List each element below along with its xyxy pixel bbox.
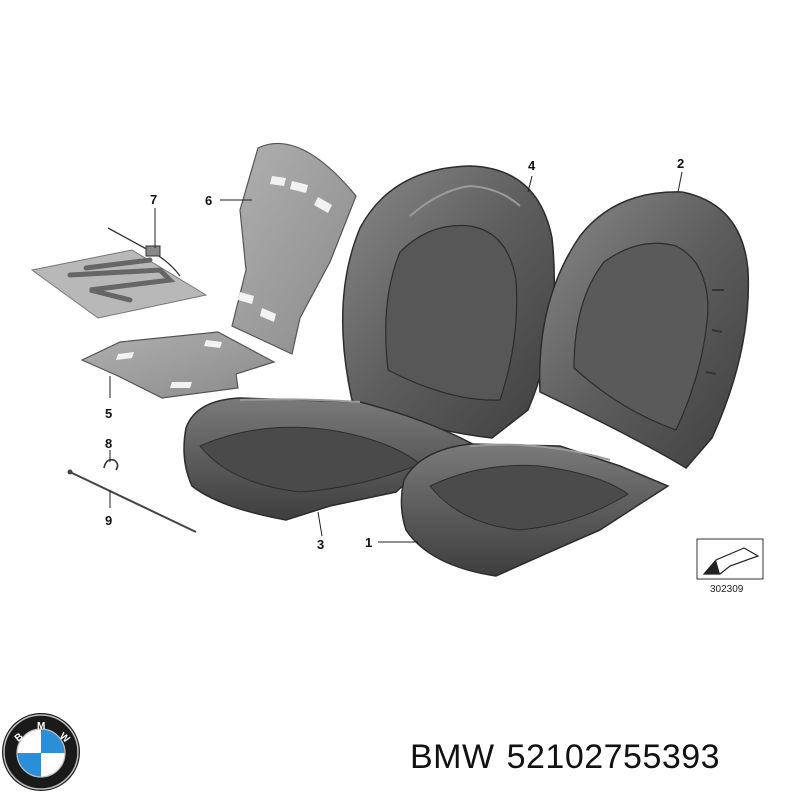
part-5-cushion-pad <box>80 331 276 399</box>
part-8-clip <box>103 458 119 471</box>
logo-letter-m: M <box>37 721 45 732</box>
part-caption: BMW 52102755393 <box>410 738 720 777</box>
callout-9: 9 <box>105 513 112 528</box>
reference-box: 302309 <box>696 538 764 595</box>
part-2-backrest-rear <box>538 191 750 469</box>
caption-part-number: 52102755393 <box>506 738 721 776</box>
part-7-heating-mat <box>30 227 208 319</box>
leader-lines <box>109 171 683 543</box>
callout-8: 8 <box>105 436 112 451</box>
bmw-roundel-icon: B M W <box>2 713 80 791</box>
caption-brand: BMW <box>410 738 495 776</box>
reference-number: 302309 <box>710 584 744 595</box>
callout-1: 1 <box>365 535 372 550</box>
part-9-wire-rod <box>67 469 197 533</box>
part-6-backrest-pad <box>231 142 357 355</box>
callout-labels: 1 2 3 4 5 6 7 8 9 <box>105 156 684 552</box>
callout-6: 6 <box>205 193 212 208</box>
callout-2: 2 <box>677 156 684 171</box>
part-4-backrest-front <box>341 165 556 439</box>
part-1-cushion-rear <box>400 443 670 577</box>
part-3-cushion-front <box>183 397 482 521</box>
callout-7: 7 <box>150 192 157 207</box>
callout-5: 5 <box>105 406 112 421</box>
callout-4: 4 <box>528 158 536 173</box>
callout-3: 3 <box>317 537 324 552</box>
